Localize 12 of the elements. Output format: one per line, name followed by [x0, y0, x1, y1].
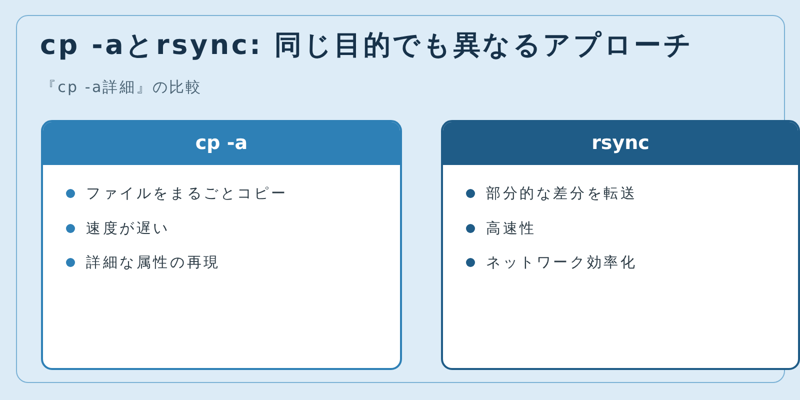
comparison-card — [441, 120, 800, 370]
comparison-card — [41, 120, 402, 370]
list-item-text: 高速性 — [486, 220, 536, 238]
subtitle: 『cp -a詳細』の比較 — [41, 78, 202, 96]
diagram-title: cp -aとrsync: 同じ目的でも異なるアプローチ — [40, 30, 694, 62]
list-item-text: 詳細な属性の再現 — [86, 254, 220, 273]
card-title: rsync — [592, 132, 650, 155]
list-item-text: ファイルをまるごとコピー — [86, 185, 288, 204]
list-item-text: 部分的な差分を転送 — [486, 185, 638, 204]
card-title: cp -a — [195, 132, 248, 155]
list-item-text: ネットワーク効率化 — [486, 254, 638, 273]
list-item-text: 速度が遅い — [86, 220, 170, 238]
